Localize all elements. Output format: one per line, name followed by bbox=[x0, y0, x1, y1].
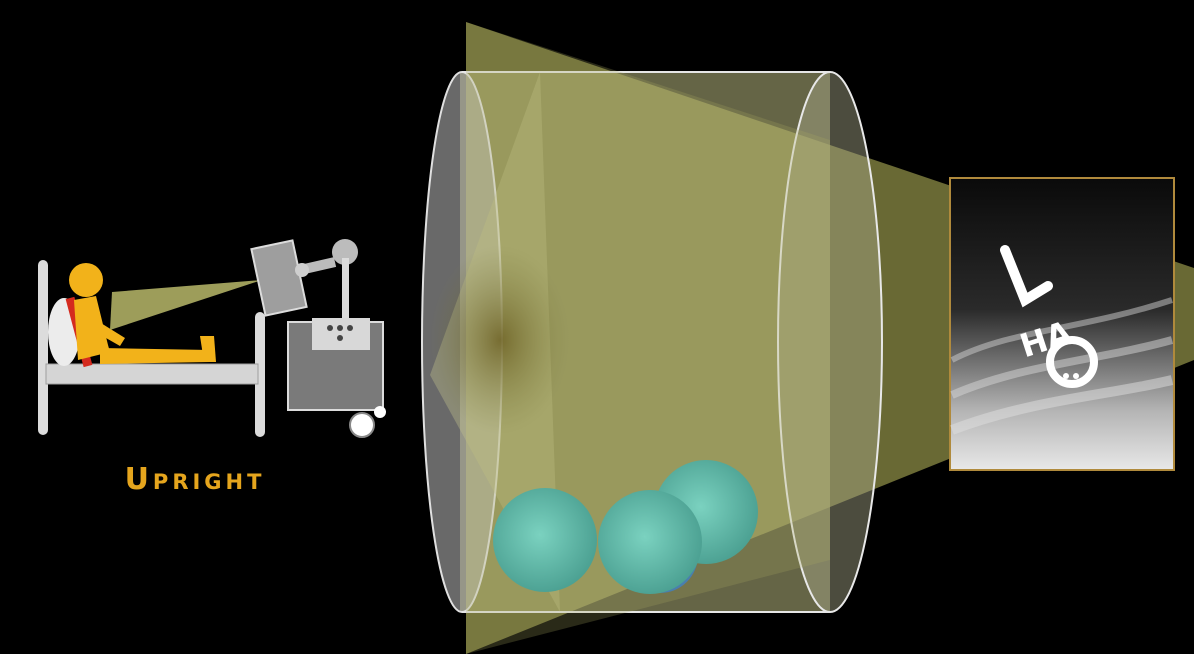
position-caption: Upright bbox=[124, 462, 266, 497]
xray-image-panel: HA bbox=[949, 177, 1175, 471]
portable-xray-machine-icon bbox=[250, 239, 386, 438]
fluid-ball-2 bbox=[598, 490, 702, 594]
fluid-cylinder bbox=[421, 22, 883, 654]
fluid-ball-1 bbox=[493, 488, 597, 592]
ring-marker-icon bbox=[1046, 336, 1098, 388]
patient-in-bed-icon bbox=[38, 260, 265, 437]
l-marker-icon bbox=[1000, 245, 1053, 308]
